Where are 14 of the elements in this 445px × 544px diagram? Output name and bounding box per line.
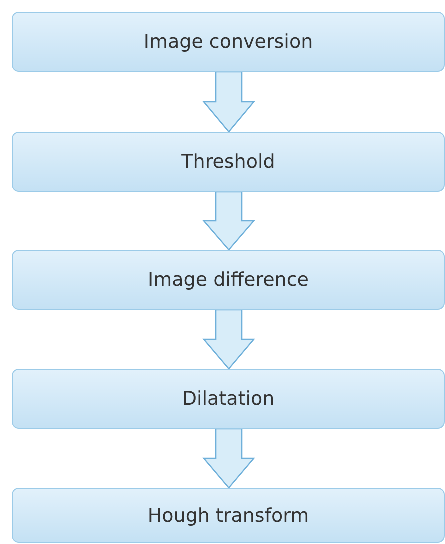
process-box — [12, 488, 445, 543]
process-box — [12, 12, 445, 72]
box-label: Threshold — [182, 151, 276, 173]
process-box — [12, 132, 445, 192]
box-label: Image conversion — [144, 31, 314, 53]
block-arrow — [202, 309, 256, 370]
process-box — [12, 369, 445, 429]
box-label: Image difference — [148, 269, 309, 291]
box-label: Hough transform — [148, 504, 310, 526]
process-box — [12, 250, 445, 310]
block-arrow — [202, 191, 256, 251]
block-arrow — [202, 428, 256, 489]
block-arrow — [202, 71, 256, 134]
box-label: Dilatation — [182, 388, 275, 410]
